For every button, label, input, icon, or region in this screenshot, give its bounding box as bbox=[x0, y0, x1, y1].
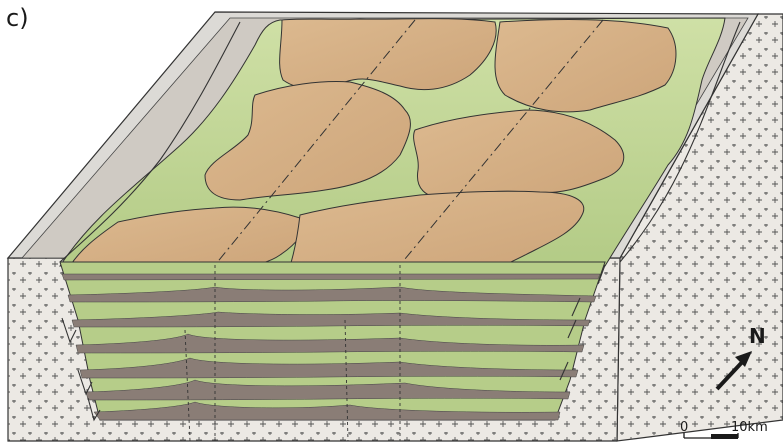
upland-block-north-west bbox=[280, 19, 497, 90]
sediment-layer-1 bbox=[62, 274, 600, 280]
sediment-layers bbox=[62, 274, 600, 420]
scale-bar bbox=[684, 433, 738, 439]
scale-max-label: 10km bbox=[731, 420, 768, 435]
north-label: N bbox=[749, 324, 766, 348]
sediment-section bbox=[60, 262, 605, 441]
panel-label: c) bbox=[6, 4, 29, 32]
scale-zero-label: 0 bbox=[680, 420, 688, 435]
